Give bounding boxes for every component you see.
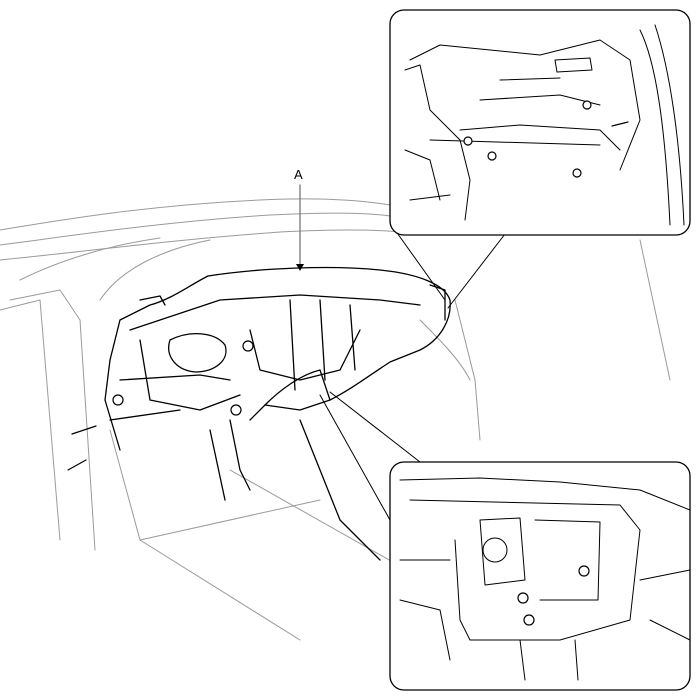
bolt-icon	[463, 136, 473, 146]
callout-arrow-a	[296, 184, 304, 271]
bolt-icon	[112, 394, 124, 406]
bolts	[67, 340, 254, 471]
detail-view-bottom	[389, 461, 691, 691]
callout-label-a: A	[294, 167, 303, 182]
bolt-icon	[242, 340, 254, 352]
bolt-icon	[67, 459, 87, 471]
bolt-icon	[572, 168, 582, 178]
detail-view-top	[389, 9, 691, 236]
leader-lines	[319, 229, 506, 521]
bolt-icon	[578, 565, 590, 577]
bolt-icon	[517, 592, 529, 604]
bolt-icon	[611, 121, 629, 127]
bolt-icon	[582, 100, 592, 110]
bolt-icon	[523, 614, 535, 626]
bolt-icon	[487, 151, 497, 161]
bolt-icon	[230, 404, 242, 416]
bolt-icon	[71, 425, 97, 435]
dashboard	[104, 266, 451, 561]
